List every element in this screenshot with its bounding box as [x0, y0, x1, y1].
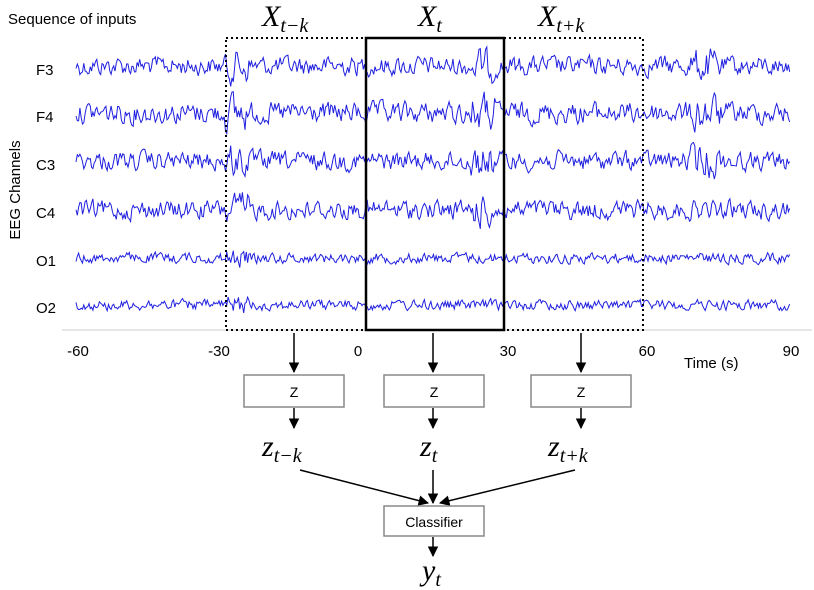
- eeg-trace-f4: [75, 91, 791, 136]
- window-label-t-minus-k: Xt−k: [261, 0, 309, 37]
- eeg-trace-o2: [75, 295, 791, 313]
- window-label-base: X: [537, 0, 558, 33]
- window-box-t-plus-k: [503, 37, 644, 331]
- encoder-label-3: Z: [577, 384, 586, 400]
- classifier-box: [383, 505, 485, 537]
- window-label-sub: t−k: [280, 15, 309, 37]
- encoder-box-1: [243, 374, 345, 408]
- latent-label-t-plus-k: zt+k: [547, 430, 589, 467]
- time-tick-labels: -60 -30 0 30 60 90: [67, 343, 799, 360]
- channel-label-f3: F3: [36, 62, 54, 79]
- diagram-title: Sequence of inputs: [8, 11, 136, 28]
- arrow-latent-to-classifier-1: [299, 469, 430, 506]
- eeg-trace-f3: [75, 45, 791, 87]
- tick-label: 90: [783, 343, 800, 360]
- window-label-sub: t: [436, 15, 442, 37]
- latent-label-base: z: [547, 430, 560, 463]
- channel-label-c4: C4: [36, 205, 55, 222]
- output-label: yt: [419, 554, 441, 590]
- window-box-t-minus-k: [225, 37, 367, 331]
- latent-label-t: zt: [419, 430, 438, 467]
- channel-label-o2: O2: [36, 300, 56, 317]
- window-label-base: X: [417, 0, 438, 33]
- channel-label-c3: C3: [36, 157, 55, 174]
- tick-label: -60: [67, 343, 89, 360]
- latent-label-sub: t+k: [560, 445, 589, 467]
- eeg-traces: [75, 45, 791, 313]
- encoder-box-2: [383, 374, 485, 408]
- x-axis-label: Time (s): [684, 355, 738, 372]
- channel-labels: F3 F4 C3 C4 O1 O2: [36, 62, 56, 317]
- y-axis-label: EEG Channels: [7, 140, 24, 239]
- latent-label-sub: t−k: [274, 445, 303, 467]
- encoder-label-1: Z: [290, 384, 299, 400]
- tick-label: 60: [639, 343, 656, 360]
- arrow-latent-to-classifier-3: [438, 469, 576, 506]
- window-label-base: X: [261, 0, 282, 33]
- output-label-base: y: [419, 554, 436, 587]
- tick-label: 0: [354, 343, 362, 360]
- window-label-t-plus-k: Xt+k: [537, 0, 585, 37]
- tick-label: -30: [208, 343, 230, 360]
- classifier-label: Classifier: [405, 514, 463, 530]
- tick-label: 30: [500, 343, 517, 360]
- latent-label-t-minus-k: zt−k: [261, 430, 303, 467]
- window-label-t: Xt: [417, 0, 442, 37]
- latent-label-sub: t: [432, 445, 438, 467]
- encoder-label-2: Z: [430, 384, 439, 400]
- channel-label-o1: O1: [36, 253, 56, 270]
- latent-label-base: z: [419, 430, 432, 463]
- eeg-trace-o1: [75, 250, 791, 268]
- window-box-t: [364, 36, 506, 332]
- eeg-trace-c4: [75, 192, 791, 230]
- encoder-box-3: [530, 374, 632, 408]
- eeg-trace-c3: [75, 141, 791, 180]
- output-label-sub: t: [435, 569, 441, 590]
- channel-label-f4: F4: [36, 109, 54, 126]
- latent-label-base: z: [261, 430, 274, 463]
- window-label-sub: t+k: [556, 15, 585, 37]
